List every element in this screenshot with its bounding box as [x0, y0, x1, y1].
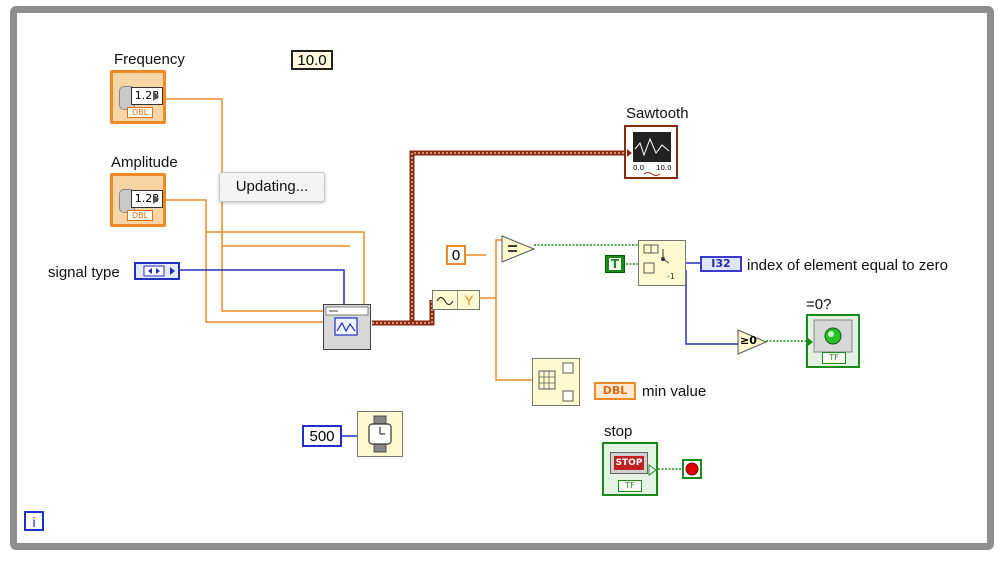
waveform-graph-icon: 0.0 10.0: [627, 132, 672, 176]
stop-button-control[interactable]: STOP TF: [602, 442, 658, 496]
greater-or-equal-zero-node[interactable]: ≥0: [736, 328, 768, 356]
sawtooth-label: Sawtooth: [626, 105, 689, 122]
get-waveform-components-node[interactable]: Y: [432, 290, 480, 310]
amplitude-control[interactable]: 1.23 DBL: [110, 173, 166, 227]
signal-type-enum-control[interactable]: [134, 262, 180, 280]
index-indicator-label: index of element equal to zero: [747, 257, 948, 274]
svg-text:-1: -1: [667, 272, 675, 281]
sawtooth-axis-max: 10.0: [656, 164, 672, 172]
greater-equal-zero-triangle-icon: [737, 329, 768, 355]
greater-equal-zero-text: ≥0: [740, 334, 757, 347]
signal-type-label: signal type: [48, 264, 120, 281]
loop-condition-terminal[interactable]: [682, 459, 702, 479]
stop-if-true-icon: [685, 462, 699, 476]
eq-zero-led-indicator[interactable]: TF: [806, 314, 860, 368]
search-1d-array-node[interactable]: -1: [638, 240, 686, 286]
waveform-generator-icon: [325, 306, 369, 336]
stop-button-text: STOP: [614, 456, 644, 470]
stop-button-face: STOP: [610, 452, 648, 474]
true-constant-text: T: [609, 257, 621, 271]
waveform-icon: [436, 296, 454, 306]
waveform-generator-vi[interactable]: [323, 304, 371, 350]
stop-tf: TF: [618, 480, 642, 492]
numeric-constant-10[interactable]: 10.0: [291, 50, 333, 70]
led-icon: [808, 319, 853, 353]
index-i32-indicator[interactable]: I32: [700, 256, 742, 272]
updating-tooltip: Updating...: [219, 172, 325, 202]
amplitude-dtype: DBL: [127, 210, 153, 221]
output-terminal-icon: [648, 464, 657, 476]
eq-zero-tf: TF: [822, 352, 846, 364]
min-value-label: min value: [642, 383, 707, 400]
array-max-min-node[interactable]: [532, 358, 580, 406]
iteration-terminal[interactable]: i: [24, 511, 44, 531]
frequency-dtype: DBL: [127, 107, 153, 118]
frequency-control[interactable]: 1.23 DBL: [110, 70, 166, 124]
stop-label: stop: [604, 423, 633, 440]
amplitude-label: Amplitude: [111, 154, 178, 171]
enum-arrows-icon: [143, 265, 175, 277]
min-value-dbl-indicator[interactable]: DBL: [594, 382, 636, 400]
wristwatch-icon: [368, 415, 392, 453]
output-terminal-icon: [153, 194, 159, 204]
equal-triangle-icon: [501, 235, 536, 263]
min-value-dtype: DBL: [602, 384, 628, 397]
i32-dtype: I32: [711, 257, 731, 270]
y-component-label: Y: [457, 291, 480, 309]
wait-ms-constant[interactable]: 500: [302, 425, 342, 447]
equal-comparison-node[interactable]: [500, 234, 536, 264]
sawtooth-axis-min: 0.0: [633, 164, 644, 172]
wait-ms-node[interactable]: [357, 411, 403, 457]
search-array-icon: -1: [643, 244, 675, 281]
output-terminal-icon: [153, 91, 159, 101]
array-max-min-icon: [538, 362, 574, 402]
true-constant[interactable]: T: [605, 255, 625, 273]
iteration-terminal-text: i: [32, 514, 36, 530]
frequency-label: Frequency: [114, 51, 185, 68]
zero-constant[interactable]: 0: [446, 245, 466, 265]
sawtooth-graph-indicator[interactable]: 0.0 10.0: [624, 125, 678, 179]
eq-zero-label: =0?: [806, 296, 832, 313]
